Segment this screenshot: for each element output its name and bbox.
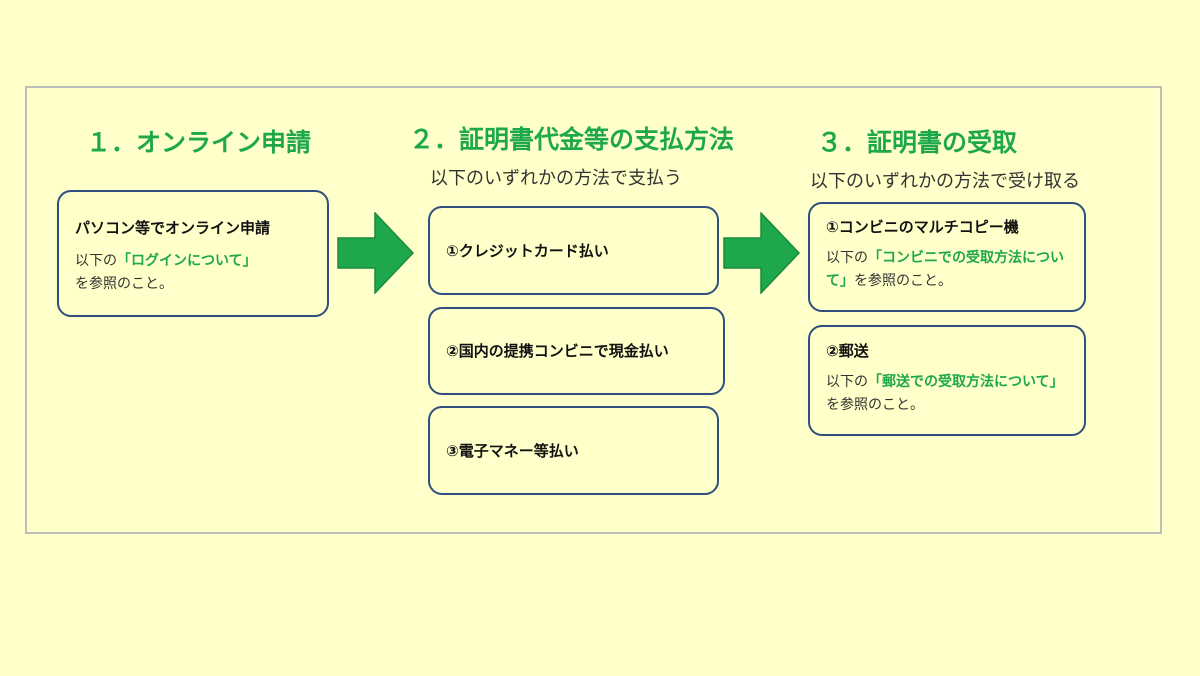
arrow-right-icon: [723, 212, 801, 294]
receipt-option-convenience-store: ①コンビニのマルチコピー機 以下の「コンビニでの受取方法について」を参照のこと。: [808, 202, 1086, 312]
receipt-option-label: ②郵送: [826, 342, 869, 360]
receipt-option-label: ①コンビニのマルチコピー機: [826, 218, 1019, 236]
login-link[interactable]: 「ログインについて」: [117, 253, 257, 269]
receipt-option-pre: 以下の: [826, 250, 868, 266]
step3-title: ３．証明書の受取: [817, 128, 1018, 157]
step1-box-text: 以下の「ログインについて」 を参照のこと。: [75, 250, 311, 296]
step1-title: １．オンライン申請: [86, 128, 312, 157]
payment-option-credit-card: ①クレジットカード払い: [428, 206, 719, 295]
step3-subtitle: 以下のいずれかの方法で受け取る: [810, 171, 1080, 192]
step2-subtitle: 以下のいずれかの方法で支払う: [430, 168, 682, 189]
receipt-option-text: 以下の「コンビニでの受取方法について」を参照のこと。: [826, 247, 1068, 293]
payment-option-e-money: ③電子マネー等払い: [428, 406, 719, 495]
step1-box: パソコン等でオンライン申請 以下の「ログインについて」 を参照のこと。: [57, 190, 329, 317]
step2-title: ２．証明書代金等の支払方法: [409, 125, 735, 154]
payment-option-label: ②国内の提携コンビニで現金払い: [446, 342, 669, 360]
step1-box-title: パソコン等でオンライン申請: [75, 219, 271, 237]
mail-receipt-link[interactable]: 「郵送での受取方法について」: [868, 374, 1064, 390]
receipt-option-mail: ②郵送 以下の「郵送での受取方法について」を参照のこと。: [808, 325, 1086, 436]
step1-box-post: を参照のこと。: [75, 276, 173, 292]
receipt-option-post: を参照のこと。: [854, 273, 952, 289]
receipt-option-post: を参照のこと。: [826, 397, 924, 413]
receipt-option-pre: 以下の: [826, 374, 868, 390]
payment-option-label: ③電子マネー等払い: [446, 441, 579, 460]
receipt-option-text: 以下の「郵送での受取方法について」を参照のこと。: [826, 371, 1068, 417]
arrow-right-icon: [337, 212, 415, 294]
convenience-receipt-link[interactable]: 「コンビニでの受取方法について」: [826, 250, 1064, 289]
diagram-frame: [25, 86, 1162, 534]
step1-box-pre: 以下の: [75, 253, 117, 269]
payment-option-label: ①クレジットカード払い: [446, 241, 609, 260]
payment-option-convenience-store: ②国内の提携コンビニで現金払い: [428, 307, 725, 395]
